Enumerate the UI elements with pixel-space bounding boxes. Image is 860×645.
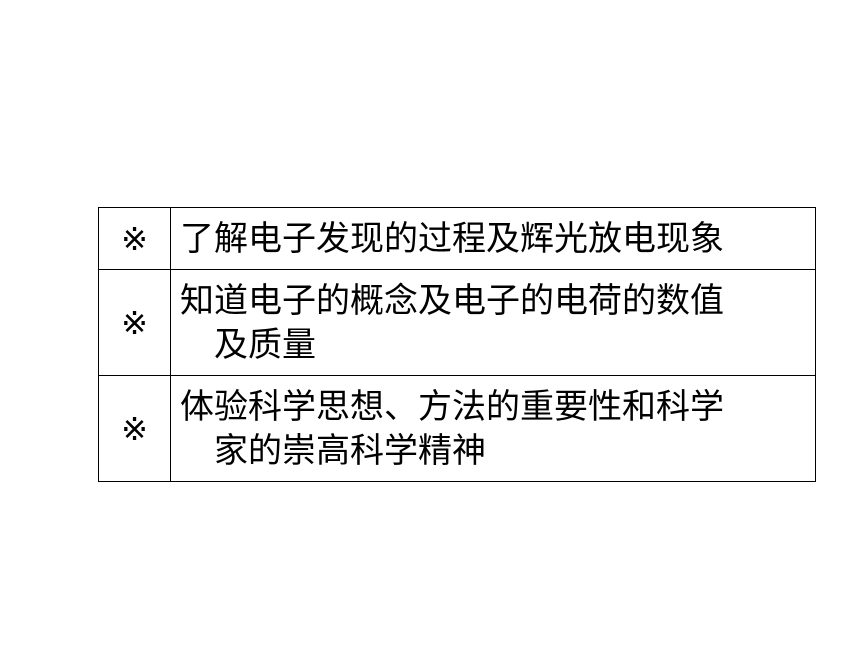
reference-mark: ※ [98, 269, 171, 376]
objective-text: 体验科学思想、方法的重要性和科学 家的崇高科学精神 [170, 375, 816, 482]
table-row: ※ 体验科学思想、方法的重要性和科学 家的崇高科学精神 [98, 375, 816, 482]
objective-text: 知道电子的概念及电子的电荷的数值 及质量 [170, 269, 816, 376]
reference-mark: ※ [98, 207, 171, 270]
table-row: ※ 知道电子的概念及电子的电荷的数值 及质量 [98, 269, 816, 376]
objectives-table: ※ 了解电子发现的过程及辉光放电现象 ※ 知道电子的概念及电子的电荷的数值 及质… [98, 207, 816, 482]
objective-line: 知道电子的概念及电子的电荷的数值 [180, 281, 724, 321]
objective-text: 了解电子发现的过程及辉光放电现象 [170, 207, 816, 270]
objective-line: 体验科学思想、方法的重要性和科学 [180, 387, 724, 427]
objective-line-continued: 及质量 [214, 325, 316, 365]
reference-mark: ※ [98, 375, 171, 482]
objective-line-continued: 家的崇高科学精神 [214, 431, 486, 471]
table-row: ※ 了解电子发现的过程及辉光放电现象 [98, 207, 816, 270]
objective-line: 了解电子发现的过程及辉光放电现象 [180, 219, 724, 259]
